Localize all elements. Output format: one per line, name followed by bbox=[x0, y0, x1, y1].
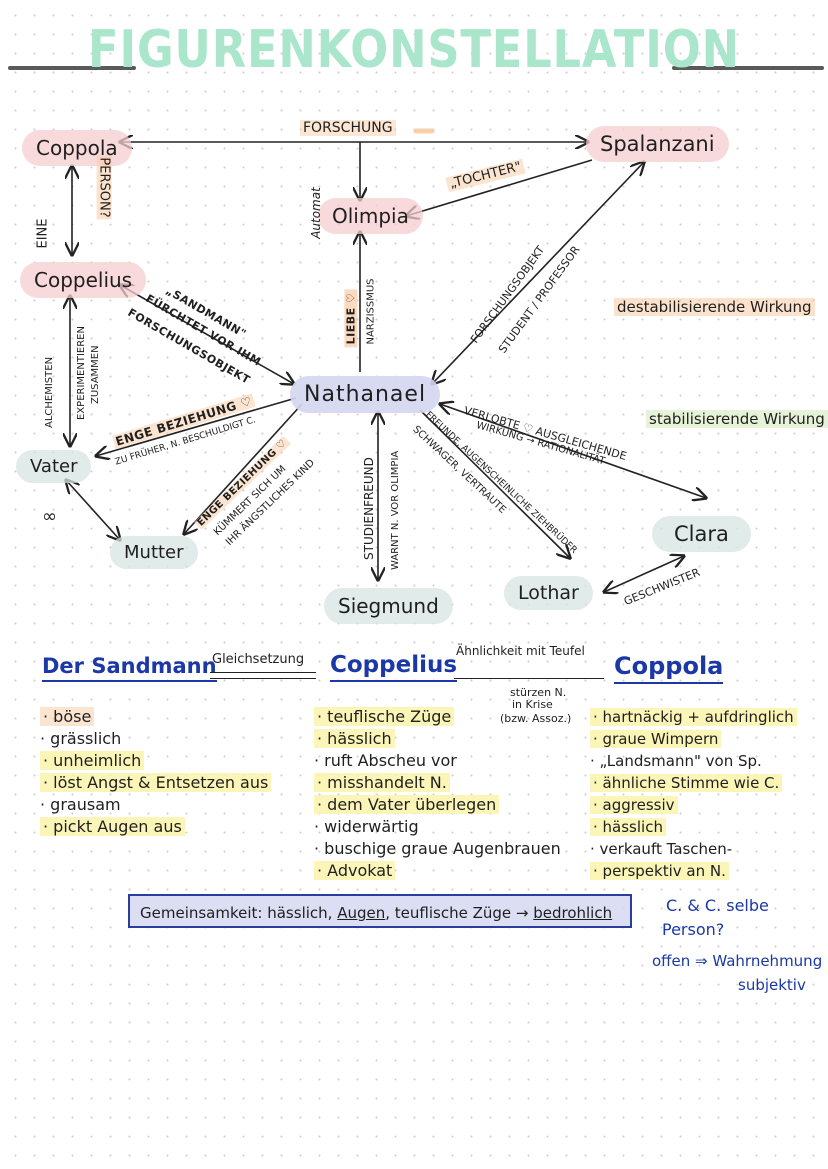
edge-coppelius-nathanael bbox=[120, 285, 294, 384]
label-aehnlichkeit: Ähnlichkeit mit Teufel bbox=[456, 644, 585, 658]
list-item: · „Landsmann" von Sp. bbox=[590, 752, 762, 770]
node-mutter: Mutter bbox=[110, 536, 198, 569]
label-stabilisierende-wirkung: stabilisierende Wirkung bbox=[646, 410, 828, 428]
list-item: · löst Angst & Entsetzen aus bbox=[40, 772, 272, 794]
aehnlichkeit-line bbox=[454, 678, 604, 679]
label-narzissmus: NARZISSMUS bbox=[365, 278, 377, 345]
list-item: · grässlich bbox=[40, 729, 122, 748]
list-item: · hässlich bbox=[314, 728, 561, 750]
label-automat: Automat bbox=[308, 187, 323, 239]
label-person: PERSON? bbox=[96, 155, 112, 220]
list-coppelius: · teuflische Züge · hässlich · ruft Absc… bbox=[314, 706, 561, 882]
list-item: · perspektiv an N. bbox=[590, 860, 797, 882]
list-item: · buschige graue Augenbrauen bbox=[314, 839, 561, 858]
label-eine: EINE bbox=[35, 218, 51, 249]
node-clara: Clara bbox=[652, 516, 751, 552]
header-coppola: Coppola bbox=[614, 652, 724, 684]
list-item: · ähnliche Stimme wie C. bbox=[590, 772, 797, 794]
list-item: · misshandelt N. bbox=[314, 772, 561, 794]
gemeinsamkeit-bedrohlich: bedrohlich bbox=[533, 904, 613, 922]
gemeinsamkeit-box: Gemeinsamkeit: hässlich, Augen, teuflisc… bbox=[128, 894, 632, 928]
side-note-person: Person? bbox=[662, 920, 725, 939]
label-studienfreund: STUDIENFREUND bbox=[362, 457, 376, 560]
list-item: · pickt Augen aus bbox=[40, 816, 271, 838]
infinity-icon: ∞ bbox=[42, 506, 57, 527]
label-alchemisten: ALCHEMISTEN bbox=[44, 356, 55, 428]
node-spalanzani: Spalanzani bbox=[586, 126, 729, 162]
list-item: · dem Vater überlegen bbox=[314, 794, 561, 816]
node-coppelius: Coppelius bbox=[20, 262, 147, 298]
side-note-offen: offen ⇒ Wahrnehmung bbox=[652, 952, 823, 970]
title-line-left bbox=[8, 66, 136, 70]
node-olimpia: Olimpia bbox=[318, 198, 423, 234]
list-item: · teuflische Züge bbox=[314, 706, 561, 728]
gleichsetzung-line bbox=[210, 672, 316, 673]
list-coppola: · hartnäckig + aufdringlich · graue Wimp… bbox=[590, 706, 797, 882]
label-forschung: FORSCHUNG bbox=[300, 120, 396, 136]
gleichsetzung-line-2 bbox=[210, 678, 316, 679]
node-lothar: Lothar bbox=[504, 576, 593, 610]
header-der-sandmann: Der Sandmann bbox=[42, 654, 217, 682]
list-item: · widerwärtig bbox=[314, 817, 419, 836]
node-nathanael: Nathanael bbox=[290, 376, 441, 413]
list-item: · ruft Abscheu vor bbox=[314, 751, 457, 770]
label-stuerzen: stürzen N. bbox=[510, 686, 567, 699]
list-item: · grausam bbox=[40, 795, 121, 814]
side-note-selbe: C. & C. selbe bbox=[666, 896, 769, 915]
label-destabilisierende-wirkung: destabilisierende Wirkung bbox=[614, 298, 815, 316]
header-coppelius: Coppelius bbox=[330, 652, 458, 682]
list-item: · böse bbox=[40, 706, 271, 728]
list-item: · hässlich bbox=[590, 816, 797, 838]
label-krise: in Krise bbox=[512, 698, 553, 711]
list-item: · Advokat bbox=[314, 860, 561, 882]
gemeinsamkeit-mid: , teuflische Züge → bbox=[385, 904, 534, 922]
title-line-right bbox=[672, 66, 824, 70]
list-item: · unheimlich bbox=[40, 750, 271, 772]
list-item: · graue Wimpern bbox=[590, 728, 797, 750]
node-coppola: Coppola bbox=[22, 130, 132, 166]
node-siegmund: Siegmund bbox=[324, 588, 453, 624]
edge-nathanael-vater bbox=[96, 397, 297, 456]
edge-spalanzani-nathanael bbox=[432, 162, 644, 384]
label-zusammen: ZUSAMMEN bbox=[90, 345, 101, 404]
page-title: FIGURENKONSTELLATION bbox=[88, 20, 740, 80]
label-bzw: (bzw. Assoz.) bbox=[500, 712, 572, 725]
gemeinsamkeit-text: Gemeinsamkeit: hässlich, bbox=[140, 904, 338, 922]
label-liebe: LIEBE ♡ bbox=[344, 289, 358, 348]
edge-nathanael-clara bbox=[440, 404, 706, 498]
label-experimentieren: EXPERIMENTIEREN bbox=[76, 326, 87, 420]
list-item: · aggressiv bbox=[590, 794, 797, 816]
edge-vater-mutter bbox=[66, 480, 120, 540]
node-vater: Vater bbox=[16, 450, 92, 483]
list-sandmann: · böse · grässlich · unheimlich · löst A… bbox=[40, 706, 272, 838]
label-gleichsetzung: Gleichsetzung bbox=[212, 652, 305, 667]
label-warnt: WARNT N. VOR OLIMPIA bbox=[390, 450, 401, 570]
edge-lothar-clara bbox=[604, 556, 684, 592]
gemeinsamkeit-augen: Augen bbox=[337, 904, 386, 922]
list-item: · hartnäckig + aufdringlich bbox=[590, 706, 797, 728]
list-item: · verkauft Taschen- bbox=[590, 840, 733, 858]
side-note-subjektiv: subjektiv bbox=[738, 976, 806, 994]
